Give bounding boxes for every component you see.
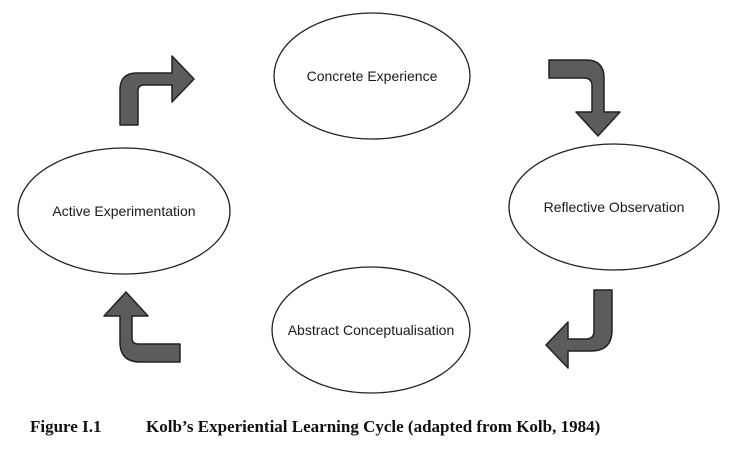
arrow-bottom-right xyxy=(545,289,613,369)
ellipse-abstract-conceptualisation xyxy=(271,266,471,394)
figure-caption: Figure I.1 Kolb’s Experiential Learning … xyxy=(30,417,730,441)
ellipse-active-experimentation xyxy=(17,147,231,275)
arrow-top-right xyxy=(548,59,621,137)
ellipse-concrete-experience xyxy=(273,12,471,140)
diagram-canvas xyxy=(17,12,720,394)
arrow-top-left xyxy=(119,55,195,126)
arrow-bottom-left xyxy=(103,291,181,363)
figure-title: Kolb’s Experiential Learning Cycle (adap… xyxy=(146,417,601,436)
ellipse-reflective-observation xyxy=(508,143,720,271)
figure-number: Figure I.1 xyxy=(30,417,102,436)
